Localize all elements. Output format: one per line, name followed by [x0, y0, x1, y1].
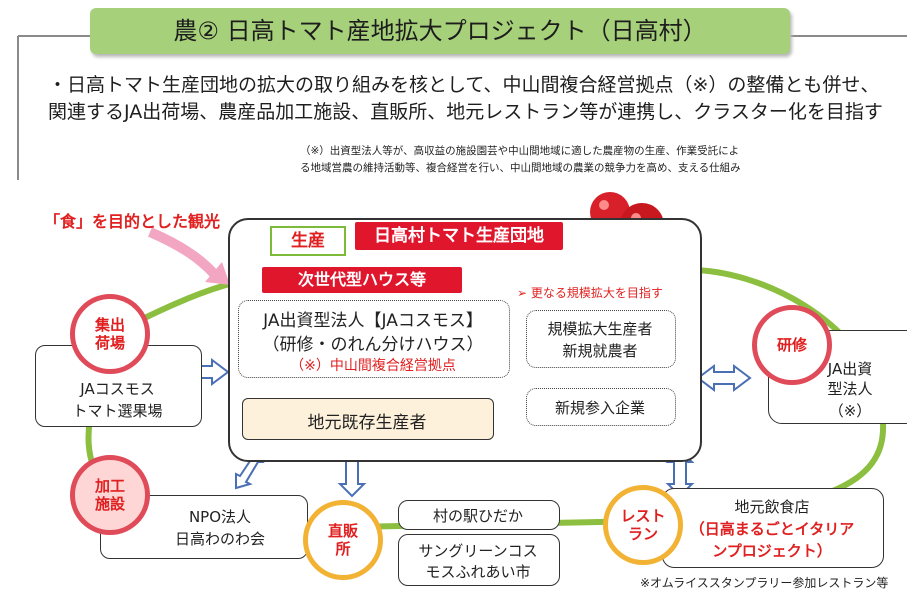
ja-corp-box — [238, 300, 510, 378]
expand-note: ➢ 更なる規模拡大を目指す — [517, 286, 663, 300]
training-circle-label: 研修 — [776, 336, 807, 354]
ja-corp-name: JA出資型法人【JAコスモス】 — [263, 311, 483, 331]
tourism-arrow — [148, 227, 219, 279]
ja-corp-note: （※）中山間複合経営拠点 — [290, 358, 456, 374]
existing-growers-box — [242, 398, 494, 440]
training-circle: 研修 — [752, 305, 832, 385]
tourism-label: 「食」を目的とした観光 — [44, 212, 221, 231]
shipping-circle: 集出 荷場 — [70, 294, 150, 374]
new-growers-line-1: 規模拡大生産者 — [547, 320, 653, 338]
restaurant-line-3: ンプロジェクト） — [712, 542, 832, 560]
restaurant-line-2: （日高まるごとイタリア — [689, 520, 855, 538]
intro-text: ・日高トマト生産団地の拡大の取り組みを核として、中山間複合経営拠点（※）の整備と… — [48, 74, 883, 123]
sungreen-line-2: モスふれあい市 — [425, 563, 531, 581]
npo-line-2: 日高わのわ会 — [174, 530, 265, 548]
production-tag: 生産 — [270, 226, 346, 256]
ja-cosmos-line-1: JAコスモス — [80, 380, 155, 398]
tourism-arrow-head — [205, 262, 230, 285]
npo-line-1: NPO法人 — [188, 508, 252, 526]
direct-sales-line-1: 直販 — [327, 522, 358, 540]
restaurant-circle-line-2: ラン — [627, 525, 658, 543]
direct-sales-circle: 直販 所 — [303, 500, 383, 580]
tomato-cluster-label: 日高村トマト生産団地 — [355, 222, 563, 250]
shipping-circle-line-1: 集出 — [94, 316, 125, 334]
next-gen-house-label: 次世代型ハウス等 — [262, 267, 462, 293]
footnote-line-2: る地域営農の維持活動等、複合経営を行い、中山間地域の農業の競争力を高め、支える仕… — [300, 162, 741, 174]
footnote-line-1: （※）出資型法人等が、高収益の施設園芸や中山間地域に適した農産物の生産、作業受託… — [300, 145, 740, 157]
ja-cosmos-line-2: トマト選果場 — [72, 402, 163, 420]
footnote: （※）出資型法人等が、高収益の施設園芸や中山間地域に適した農産物の生産、作業受託… — [300, 143, 900, 177]
restaurant-box — [662, 488, 884, 568]
processing-circle-line-1: 加工 — [94, 477, 125, 495]
new-company: 新規参入企業 — [554, 399, 645, 417]
new-company-box — [526, 388, 676, 426]
restaurant-circle: レスト ラン — [603, 485, 683, 565]
restaurant-line-1: 地元飲食店 — [734, 498, 810, 516]
new-growers-line-2: 新規就農者 — [562, 342, 638, 360]
direct-sales-line-2: 所 — [335, 540, 351, 558]
new-growers-box — [526, 310, 676, 368]
shipping-circle-line-2: 荷場 — [94, 334, 125, 352]
michinoeki: 村の駅ひだか — [432, 507, 523, 525]
training-line-1: JA出資 — [827, 360, 873, 378]
page-title: 農② 日高トマト産地拡大プロジェクト（日高村） — [90, 8, 790, 54]
arrow-right — [696, 364, 752, 392]
processing-circle-line-2: 施設 — [94, 495, 125, 513]
ja-corp-sub: （研修・のれん分けハウス） — [262, 335, 484, 355]
stamp-rally-note: ※オムライススタンプラリー参加レストラン等 — [640, 576, 889, 590]
sungreen-line-1: サングリーンコス — [418, 542, 538, 560]
training-line-2: 型法人 — [827, 380, 873, 398]
training-line-3: （※） — [828, 402, 872, 420]
sungreen-box — [398, 534, 560, 586]
processing-circle: 加工 施設 — [70, 455, 150, 535]
existing-growers: 地元既存生産者 — [307, 413, 427, 433]
michinoeki-box — [398, 500, 560, 530]
restaurant-circle-line-1: レスト — [620, 507, 666, 525]
